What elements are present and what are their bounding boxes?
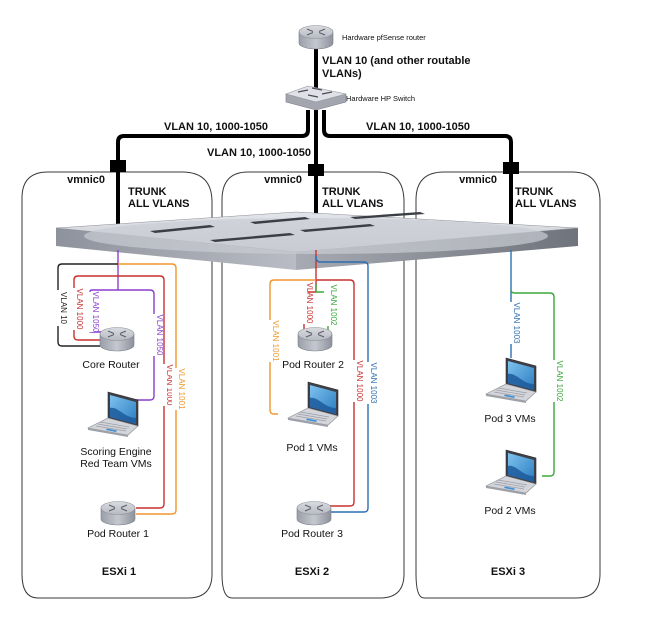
esxi2-link-label: VLAN 10, 1000-1050	[207, 147, 311, 159]
pod2-vms-label: Pod 2 VMs	[484, 505, 535, 517]
esxi3-trunk-line2: ALL VLANS	[515, 198, 577, 210]
esxi2-vlan-label-c: VLAN 1002	[329, 285, 338, 326]
pod-router-3-icon	[296, 501, 332, 526]
pod-router-1-label: Pod Router 1	[87, 528, 149, 540]
pod-router-2-icon	[297, 327, 333, 352]
uplink-vlan-label-line1: VLAN 10 (and other routable	[322, 55, 471, 67]
pod1-vms-label: Pod 1 VMs	[286, 442, 337, 454]
esxi2-trunk-line2: ALL VLANS	[322, 198, 384, 210]
esxi3-vlan1002-pod2-link	[510, 289, 555, 477]
esxi1-link-label: VLAN 10, 1000-1050	[164, 121, 268, 133]
esxi1-vlan-label-a: VLAN 10	[59, 292, 68, 325]
pod-router-1-icon	[100, 501, 136, 526]
esxi1-vmnic-label: vmnic0	[67, 174, 105, 186]
pod-router-2-label: Pod Router 2	[282, 359, 344, 371]
esxi2-vlan-label-b: VLAN 1000	[305, 283, 314, 324]
hp-switch-icon	[285, 85, 347, 111]
esxi1-vlan1050-core-link	[89, 289, 118, 333]
hp-switch-label: Hardware HP Switch	[346, 94, 415, 103]
esxi3-host-label: ESXi 3	[491, 566, 525, 578]
scoring-engine-label-line2: Red Team VMs	[80, 458, 152, 470]
esxi3-vmnic-label: vmnic0	[459, 174, 497, 186]
core-router-label: Core Router	[82, 359, 140, 371]
pod3-vms-label: Pod 3 VMs	[484, 413, 535, 425]
esxi2-vlan-label-e: VLAN 1003	[369, 363, 378, 404]
uplink-vlan-label-line2: VLANs)	[322, 68, 362, 80]
esxi1-vlan-label-c: VLAN 1050	[91, 292, 100, 333]
esxi2-vlan1003-pod3-link	[315, 255, 369, 513]
esxi3-trunk-line1: TRUNK	[515, 186, 554, 198]
esxi2-host-label: ESXi 2	[295, 566, 329, 578]
pod-router-3-label: Pod Router 3	[281, 528, 343, 540]
esxi1-vlan-label-d: VLAN 1050	[155, 315, 164, 356]
esxi2-vmnic0-port	[308, 164, 324, 176]
esxi1-host-label: ESXi 1	[102, 566, 136, 578]
esxi3-vmnic0-port	[503, 162, 519, 174]
esxi2-vlan-label-d: VLAN 1000	[355, 361, 364, 402]
esxi1-vmnic0-port	[110, 160, 126, 172]
esxi2-vmnic-label: vmnic0	[264, 174, 302, 186]
esxi1-trunk-line2: ALL VLANS	[128, 198, 190, 210]
virtual-switch-icon	[55, 211, 579, 270]
esxi2-vlan-label-a: VLAN 1001	[271, 321, 280, 362]
esxi1-vlan-label-b: VLAN 1000	[75, 289, 84, 330]
esxi3-uplink	[322, 110, 513, 240]
esxi3-vlan-label-b: VLAN 1002	[555, 361, 564, 402]
esxi1-trunk-line1: TRUNK	[128, 186, 167, 198]
pfsense-router-icon	[298, 25, 334, 50]
pfsense-router-label: Hardware pfSense router	[342, 33, 426, 42]
esxi1-vlan-label-e: VLAN 1000	[165, 365, 174, 406]
core-router-icon	[99, 327, 135, 352]
esxi1-vlan-label-f: VLAN 1001	[177, 369, 186, 410]
esxi3-link-label: VLAN 10, 1000-1050	[366, 121, 470, 133]
esxi3-vlan-label-a: VLAN 1003	[512, 303, 521, 344]
esxi2-trunk-line1: TRUNK	[322, 186, 361, 198]
esxi1-uplink	[116, 110, 310, 240]
scoring-engine-label-line1: Scoring Engine	[80, 446, 151, 458]
